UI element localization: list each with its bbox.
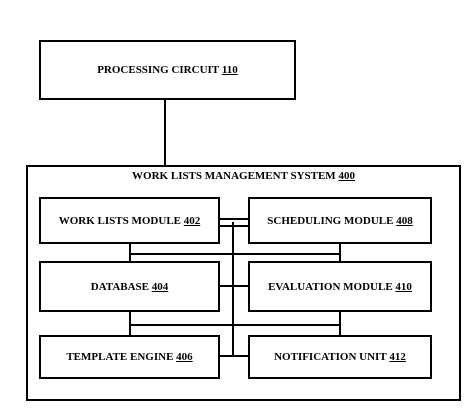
- module-label: SCHEDULING MODULE: [267, 214, 394, 227]
- module-number: 410: [395, 280, 412, 293]
- processing-circuit-label: PROCESSING CIRCUIT: [97, 64, 220, 76]
- module-label: DATABASE: [90, 280, 150, 293]
- system-outline: [26, 165, 461, 401]
- processing-circuit-number: 110: [221, 64, 238, 76]
- module-label: NOTIFICATION UNIT: [274, 351, 387, 363]
- module-number: 412: [389, 351, 406, 363]
- module-number: 408: [396, 214, 413, 227]
- system-label: WORK LISTS MANAGEMENT SYSTEM: [132, 170, 336, 182]
- notification-unit-box: NOTIFICATION UNIT 412: [248, 335, 432, 379]
- processing-circuit-box: PROCESSING CIRCUIT 110: [39, 40, 296, 100]
- database-box: DATABASE 404: [39, 261, 220, 312]
- evaluation-module-box: EVALUATION MODULE 410: [248, 261, 432, 312]
- template-engine-box: TEMPLATE ENGINE 406: [39, 335, 220, 379]
- scheduling-module-box: SCHEDULING MODULE 408: [248, 197, 432, 244]
- system-title: WORK LISTS MANAGEMENT SYSTEM 400: [26, 170, 461, 182]
- module-number: 404: [151, 280, 169, 293]
- work-lists-module-box: WORK LISTS MODULE 402: [39, 197, 220, 244]
- module-label: WORK LISTS MODULE: [58, 214, 181, 227]
- module-number: 402: [183, 214, 201, 227]
- module-label: TEMPLATE ENGINE: [66, 351, 174, 363]
- module-label: EVALUATION MODULE: [268, 280, 393, 293]
- module-number: 406: [176, 351, 193, 363]
- system-number: 400: [338, 170, 355, 182]
